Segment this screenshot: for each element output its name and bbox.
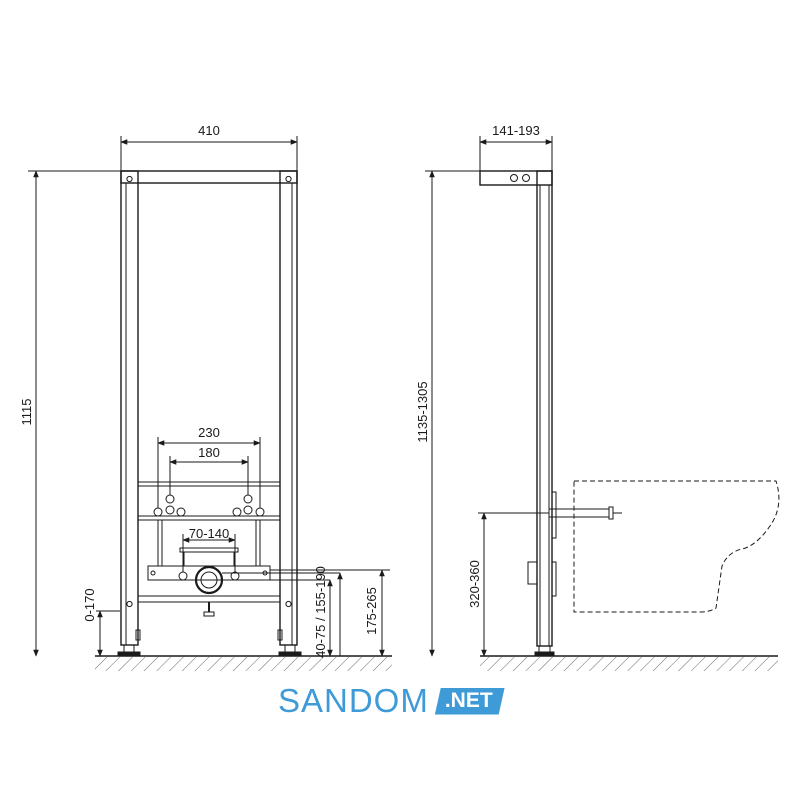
side-view: [425, 136, 780, 671]
supply-height-label: 175-265: [364, 587, 379, 635]
outer-supply-spacing-label: 230: [198, 425, 220, 440]
front-supply-assembly: [137, 481, 281, 566]
dimension-labels: 410 1115 230 180 70-140 0-170 40-75 / 15…: [19, 123, 540, 658]
side-dimensions: [425, 136, 553, 657]
connection-height-label: 320-360: [467, 560, 482, 608]
drain-spacing-label: 70-140: [189, 526, 229, 541]
brand-logo: SANDOM .NET: [278, 683, 505, 719]
front-drain-assembly: [147, 547, 271, 617]
bidet-outline: [573, 480, 780, 613]
front-view: [28, 136, 392, 671]
side-floor: [480, 655, 778, 671]
drain-height-label: 40-75 / 155-190: [313, 566, 328, 658]
inner-supply-spacing-label: 180: [198, 445, 220, 460]
foot-adjust-label: 0-170: [82, 588, 97, 621]
side-depth-label: 141-193: [492, 123, 540, 138]
side-frame: [479, 170, 622, 657]
brand-badge: .NET: [435, 688, 505, 715]
front-floor: [95, 655, 392, 671]
front-dimensions: [28, 136, 390, 657]
front-height-label: 1115: [19, 399, 34, 426]
brand-name: SANDOM: [278, 682, 429, 719]
front-frame: [102, 170, 302, 657]
front-width-label: 410: [198, 123, 220, 138]
side-height-label: 1135-1305: [415, 381, 430, 442]
